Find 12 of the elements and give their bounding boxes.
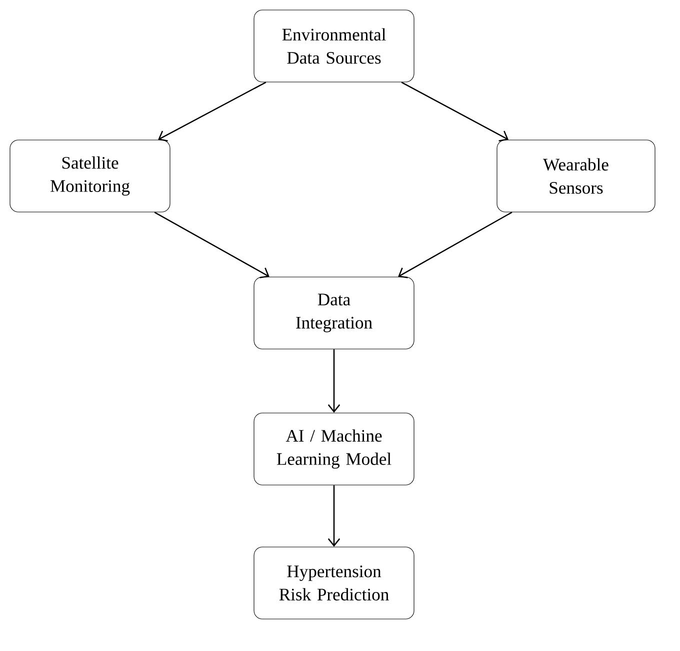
process-box: Hypertension Risk Prediction [254,546,414,620]
arrow [158,82,266,142]
process-box: Satellite Monitoring [10,140,170,212]
arrow [398,212,512,278]
process-box: Data Integration [254,276,414,350]
arrow [154,212,270,278]
process-box: AI / Machine Learning Model [254,412,414,486]
arrow [328,485,340,547]
process-box: Wearable Sensors [496,140,656,212]
arrow [328,349,340,413]
arrow [401,82,509,142]
process-box: Environmental Data Sources [254,10,414,82]
